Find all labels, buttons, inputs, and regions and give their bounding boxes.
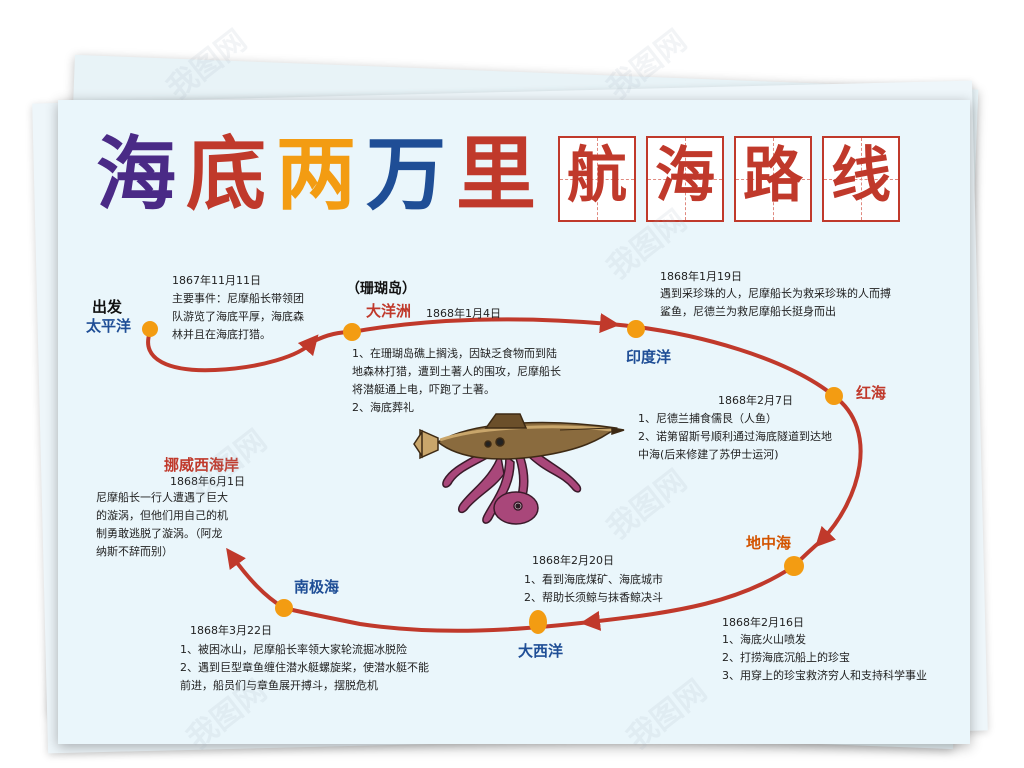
stop6-line: 1、看到海底煤矿、海底城市 (524, 573, 663, 586)
stop2-line: 将潜艇通上电，吓跑了土著。 (352, 383, 495, 396)
stop6-notes: 1、看到海底煤矿、海底城市 2、帮助长须鲸与抹香鲸决斗 (524, 571, 663, 607)
stop4-line: 中海(后来修建了苏伊士运河) (638, 448, 779, 461)
stop7-date: 1868年3月22日 (190, 624, 272, 637)
stop8-line: 制勇敢逃脱了漩涡。（阿龙 (96, 527, 223, 540)
stop3-line: 遇到采珍珠的人，尼摩船长为救采珍珠的人而搏 (660, 287, 891, 300)
dot-oceania (343, 323, 361, 341)
stop4-notes: 1、尼德兰捕食儒艮（人鱼） 2、诺第留斯号顺利通过海底隧道到达地 中海(后来修建… (638, 410, 832, 464)
place-pacific: 太平洋 (86, 317, 132, 335)
place-indian-ocean: 印度洋 (626, 348, 672, 366)
title-char-4: 万 (366, 128, 446, 221)
stop8-line: 纳斯不辞而别） (96, 545, 173, 558)
title-char-1: 海 (96, 128, 176, 221)
stop5-date: 1868年2月16日 (722, 616, 804, 629)
subtitle-char-4: 线 (831, 141, 891, 211)
stop2-line: 1、在珊瑚岛礁上搁浅，因缺乏食物而到陆 (352, 347, 557, 360)
stop6-line: 2、帮助长须鲸与抹香鲸决斗 (524, 591, 663, 604)
dot-atlantic (529, 610, 547, 634)
stop1-date: 1867年11月11日 (172, 274, 261, 287)
dot-indian (627, 320, 645, 338)
stop8-notes: 尼摩船长一行人遭遇了巨大 的漩涡，但他们用自己的机 制勇敢逃脱了漩涡。（阿龙 纳… (96, 489, 228, 561)
stop8-line: 尼摩船长一行人遭遇了巨大 (96, 491, 228, 504)
place-mediterranean: 地中海 (746, 534, 792, 552)
stop4-line: 2、诺第留斯号顺利通过海底隧道到达地 (638, 430, 832, 443)
place-red-sea: 红海 (856, 384, 887, 402)
stop5-line: 2、打捞海底沉船上的珍宝 (722, 651, 850, 664)
place-coral-island: （珊瑚岛） (346, 281, 416, 297)
subtitle-char-3: 路 (743, 141, 803, 211)
title-char-3: 两 (276, 128, 356, 221)
stop5-notes: 1、海底火山喷发 2、打捞海底沉船上的珍宝 3、用穿上的珍宝救济穷人和支持科学事… (722, 631, 927, 685)
title-char-2: 底 (186, 128, 266, 221)
stop7-notes: 1、被困冰山，尼摩船长率领大家轮流掘冰脱险 2、遇到巨型章鱼缠住潜水艇螺旋桨，使… (180, 641, 429, 695)
stop3-date: 1868年1月19日 (660, 270, 742, 283)
stop1-line: 队游览了海底平厚，海底森 (172, 310, 304, 323)
submarine-octopus-illustration (413, 413, 625, 525)
subtitle-char-1: 航 (567, 141, 627, 211)
dot-mediterranean (784, 556, 804, 576)
dot-red-sea (825, 387, 843, 405)
grid-box-1: 航 (558, 136, 636, 222)
title-char-5: 里 (456, 128, 536, 221)
stop6-date: 1868年2月20日 (532, 554, 614, 567)
place-norway-coast: 挪威西海岸 (164, 456, 240, 474)
dot-pacific (142, 321, 158, 337)
stop2-notes: 1、在珊瑚岛礁上搁浅，因缺乏食物而到陆 地森林打猎，遭到土著人的围攻，尼摩船长 … (352, 345, 561, 417)
dot-antarctic (275, 599, 293, 617)
stop1-line: 林并且在海底打猎。 (172, 328, 271, 341)
stop5-line: 1、海底火山喷发 (722, 633, 806, 646)
subtitle-char-2: 海 (655, 141, 715, 211)
route-segment-oceania-indian (350, 313, 620, 334)
stop7-line: 前进，船员们与章鱼展开搏斗，摆脱危机 (180, 679, 378, 692)
stop4-line: 1、尼德兰捕食儒艮（人鱼） (638, 412, 777, 425)
stop1-line: 主要事件：尼摩船长带领团 (172, 292, 304, 305)
stop3-notes: 遇到采珍珠的人，尼摩船长为救采珍珠的人而搏 鲨鱼，尼德兰为救尼摩船长挺身而出 (660, 285, 891, 321)
stop4-date: 1868年2月7日 (718, 394, 793, 407)
stop3-line: 鲨鱼，尼德兰为救尼摩船长挺身而出 (660, 305, 836, 318)
stop1-notes: 主要事件：尼摩船长带领团 队游览了海底平厚，海底森 林并且在海底打猎。 (172, 290, 304, 344)
route-segment-med-atlantic (580, 564, 796, 631)
stop7-line: 2、遇到巨型章鱼缠住潜水艇螺旋桨，使潜水艇不能 (180, 661, 429, 674)
place-start: 出发 (92, 298, 123, 316)
route-segment-redsea-med (815, 394, 863, 548)
stop2-date: 1868年1月4日 (426, 307, 501, 320)
grid-box-4: 线 (822, 136, 900, 222)
stop5-line: 3、用穿上的珍宝救济穷人和支持科学事业 (722, 669, 927, 682)
route-dots (142, 320, 843, 634)
place-atlantic: 大西洋 (518, 642, 564, 660)
submarine-icon (413, 413, 625, 460)
grid-box-2: 海 (646, 136, 724, 222)
route-segment-antarctic-norway (226, 547, 286, 610)
stop7-line: 1、被困冰山，尼摩船长率领大家轮流掘冰脱险 (180, 643, 407, 656)
place-oceania: 大洋洲 (366, 302, 412, 320)
route-segment-start (146, 330, 319, 373)
stop8-line: 的漩涡，但他们用自己的机 (96, 509, 228, 522)
stop2-line: 地森林打猎，遭到土著人的围攻，尼摩船长 (352, 365, 561, 378)
place-antarctic: 南极海 (294, 578, 340, 596)
grid-box-3: 路 (734, 136, 812, 222)
stop2-line: 2、海底葬礼 (352, 401, 414, 414)
stop8-date: 1868年6月1日 (170, 475, 245, 488)
